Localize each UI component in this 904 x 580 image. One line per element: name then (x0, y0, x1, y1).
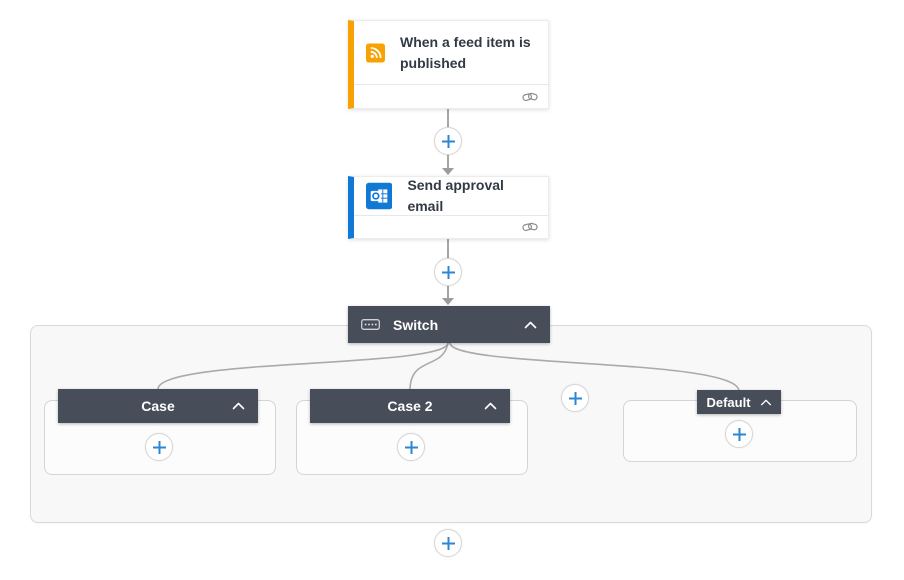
new-step-button[interactable] (434, 529, 462, 557)
add-action-case-button[interactable] (145, 433, 173, 461)
action-card-title: Send approval email (407, 177, 504, 214)
trigger-card-footer (354, 84, 548, 108)
case-branch-label: Case (141, 398, 175, 414)
add-action-default-button[interactable] (725, 420, 753, 448)
rss-icon (366, 43, 385, 62)
chevron-up-icon (484, 402, 497, 410)
plus-icon (404, 440, 418, 454)
collapse-case2-button[interactable] (482, 400, 499, 412)
connection-link-icon[interactable] (522, 91, 538, 103)
plus-icon (732, 427, 746, 441)
chevron-up-icon (232, 402, 245, 410)
add-action-case2-button[interactable] (397, 433, 425, 461)
action-card[interactable]: Send approval email (348, 176, 549, 239)
connector-arrow (442, 168, 454, 175)
plus-icon (441, 265, 455, 279)
plus-icon (152, 440, 166, 454)
trigger-card[interactable]: When a feed item is published (348, 20, 549, 109)
plus-icon (441, 536, 455, 550)
case-branch-header[interactable]: Case (58, 389, 258, 423)
outlook-icon (366, 182, 393, 210)
chevron-up-icon (760, 399, 771, 405)
chevron-up-icon (524, 321, 537, 328)
connector-arrow (442, 298, 454, 305)
switch-scope-header[interactable]: Switch (348, 306, 550, 343)
case2-branch-header[interactable]: Case 2 (310, 389, 510, 423)
default-branch-header[interactable]: Default (697, 390, 781, 414)
add-case-button[interactable] (561, 384, 589, 412)
trigger-card-title: When a feed item is published (399, 33, 531, 71)
insert-step-button[interactable] (434, 258, 462, 286)
collapse-default-button[interactable] (760, 399, 772, 406)
case2-branch-label: Case 2 (387, 398, 433, 414)
default-branch-label: Default (706, 394, 751, 410)
collapse-switch-button[interactable] (522, 319, 539, 331)
plus-icon (441, 134, 455, 148)
insert-step-button[interactable] (434, 127, 462, 155)
trigger-card-header: When a feed item is published (354, 21, 548, 84)
connection-link-icon[interactable] (522, 221, 538, 233)
action-card-footer (354, 215, 548, 238)
collapse-case-button[interactable] (230, 400, 247, 412)
plus-icon (568, 391, 582, 405)
switch-scope-label: Switch (393, 316, 439, 333)
switch-control-icon (361, 319, 380, 330)
action-card-header: Send approval email (354, 177, 548, 215)
